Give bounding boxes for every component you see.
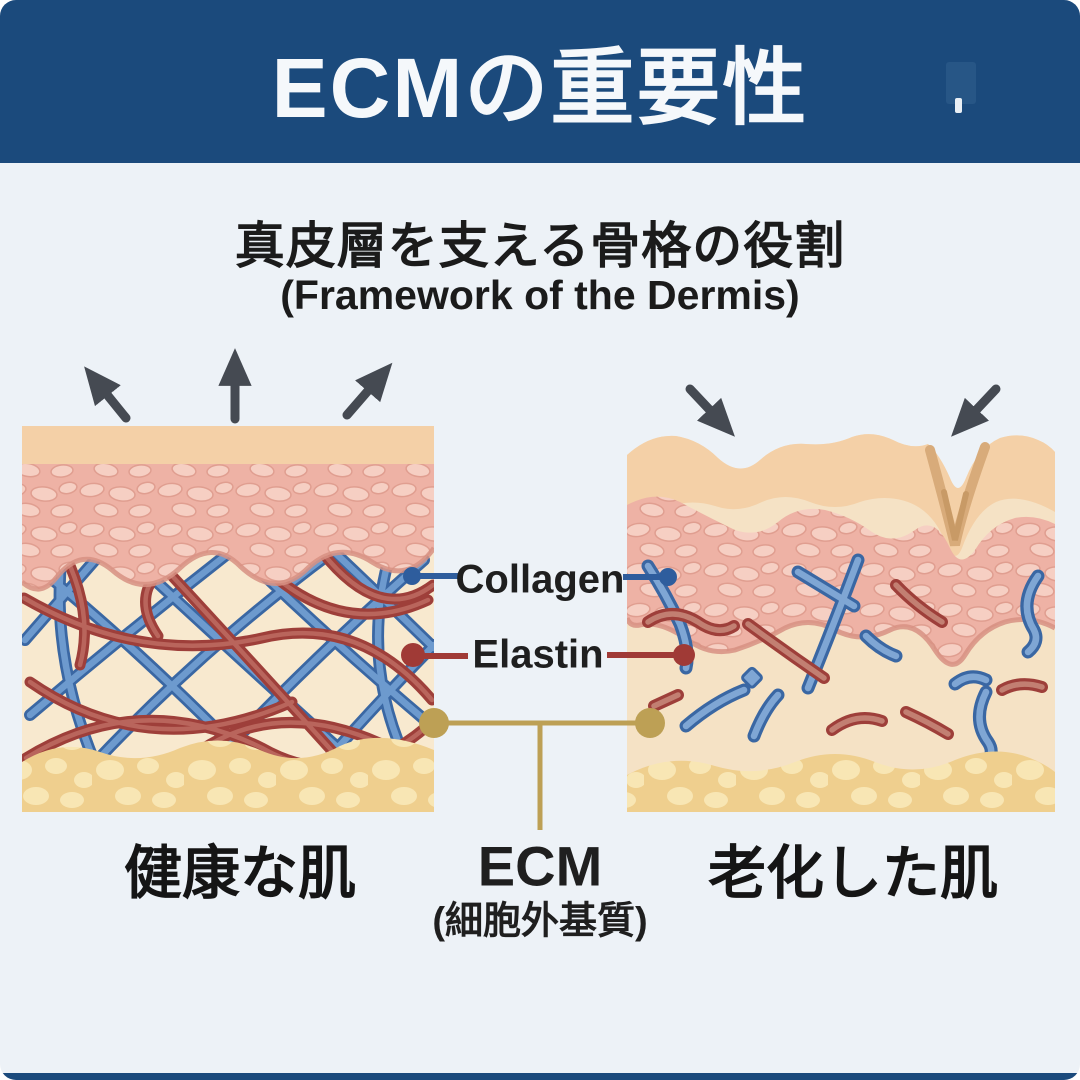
subcutaneous-fat-layer (22, 737, 434, 812)
elastin-dot (673, 644, 695, 666)
fragmented-fiber-network (648, 560, 1042, 764)
collagen-connector (403, 567, 677, 586)
collagen-dot (659, 568, 677, 586)
stretch-arrows (84, 348, 393, 424)
elastin-connector (401, 643, 695, 667)
epidermis-cell-layer (22, 464, 434, 590)
main-subtitle: (Framework of the Dermis) (280, 272, 800, 318)
label-collagen: Collagen (455, 557, 625, 602)
header-banner: ECMの重要性 (0, 0, 1080, 163)
label-ecm: ECM (477, 834, 603, 898)
aged-skin-panel (627, 434, 1055, 812)
ecm-dot (419, 708, 449, 738)
collagen-dot (403, 567, 421, 585)
footer-bar (0, 1073, 1080, 1080)
ecm-connector (419, 708, 665, 830)
ecm-dot (635, 708, 665, 738)
label-elastin: Elastin (472, 632, 604, 677)
up-left-arrow-icon (84, 366, 131, 423)
label-ecm-subtitle: (細胞外基質) (432, 900, 648, 943)
wrinkle-crease (925, 442, 990, 547)
page-title: ECMの重要性 (271, 41, 809, 135)
skin-surface-band (22, 426, 434, 464)
render-artifact (955, 98, 962, 113)
healthy-skin-panel (22, 426, 434, 812)
caption-aged-skin: 老化した肌 (707, 841, 999, 906)
down-right-arrow-icon (685, 384, 735, 437)
render-artifact (946, 62, 976, 104)
caption-healthy-skin: 健康な肌 (123, 841, 357, 906)
main-title: 真皮層を支える骨格の役割 (234, 218, 846, 274)
sag-arrows (685, 384, 1001, 437)
elastin-dot (401, 643, 425, 667)
subcutaneous-fat-layer (627, 751, 1055, 812)
up-right-arrow-icon (342, 362, 393, 420)
down-left-arrow-icon (951, 384, 1001, 437)
